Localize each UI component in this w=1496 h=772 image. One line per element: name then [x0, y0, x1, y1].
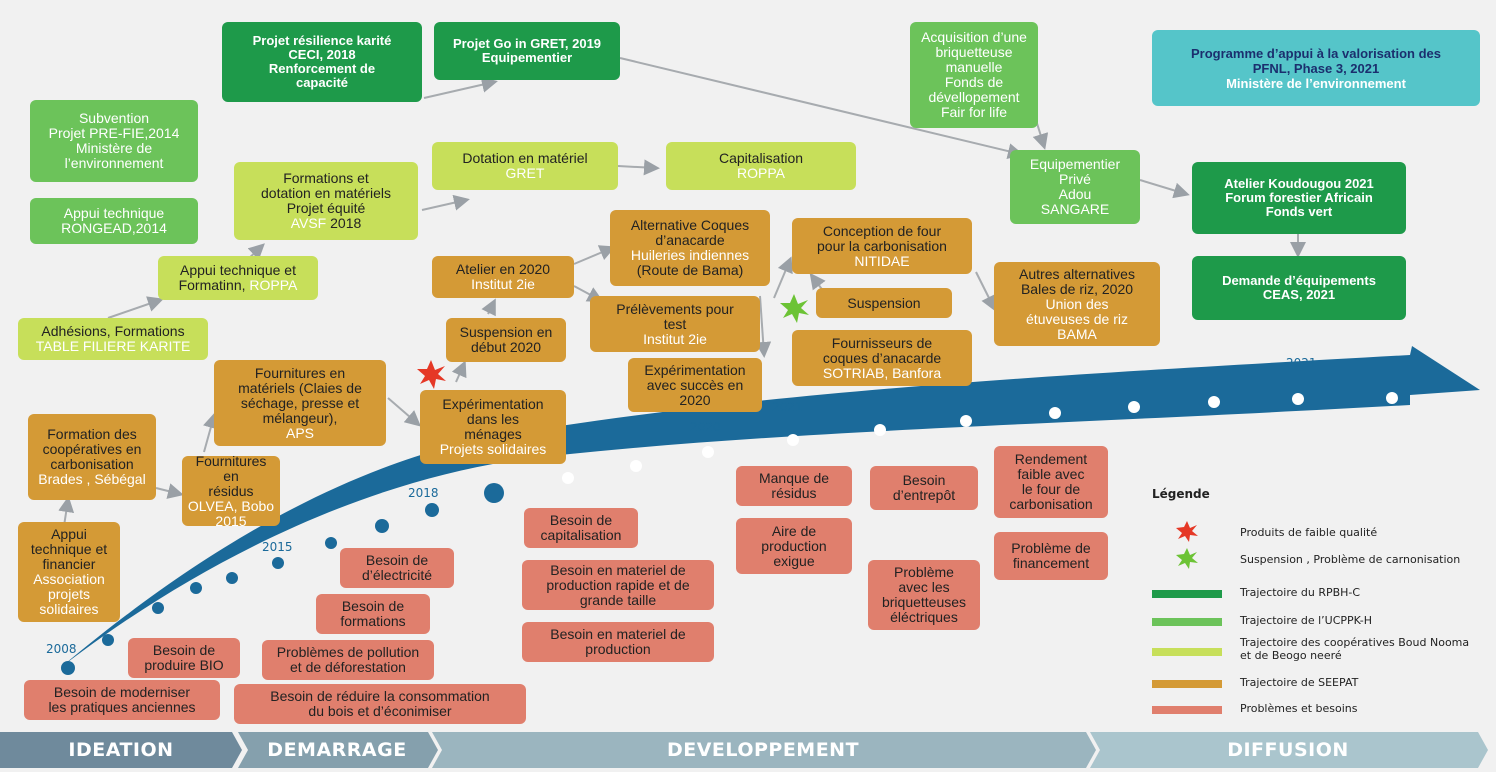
node-formation-cooperatives: Formation des coopératives en carbonisat…	[28, 414, 156, 500]
node-suspension-2020: Suspension en début 2020	[446, 318, 566, 362]
connector	[773, 256, 793, 299]
green-star-icon	[1176, 548, 1198, 569]
red-star-icon	[1176, 521, 1198, 542]
node-experimentation-succes: Expérimentation avec succès en 2020	[628, 358, 762, 412]
need-materiel-production: Besoin en materiel de production	[522, 622, 714, 662]
node-formations-avsf: Formations et dotation en matériels Proj…	[234, 162, 418, 240]
connector	[107, 296, 164, 319]
connector	[155, 483, 184, 499]
phase-band-ideation	[0, 732, 242, 768]
need-bio: Besoin de produire BIO	[128, 638, 240, 678]
node-suspension: Suspension	[816, 288, 952, 318]
legend-item: Trajectoire des coopératives Boud Nooma …	[1240, 636, 1470, 662]
node-atelier-koudougou: Atelier Koudougou 2021 Forum forestier A…	[1192, 162, 1406, 234]
year-label: 2020	[690, 420, 721, 434]
legend-swatch	[1152, 590, 1222, 598]
legend-item: Suspension , Problème de carnonisation	[1240, 553, 1461, 566]
year-label: 2018	[408, 486, 439, 500]
connector	[387, 397, 422, 427]
phase-developpement: DEVELOPPEMENT	[666, 739, 860, 761]
connector	[481, 298, 496, 317]
phase-diffusion: DIFFUSION	[1227, 739, 1349, 761]
legend-item: Trajectoire de SEEPAT	[1240, 676, 1359, 689]
timeline-arrow-icon	[60, 346, 1480, 668]
connector	[203, 412, 219, 453]
connector	[58, 496, 75, 527]
phase-demarrage: DEMARRAGE	[267, 739, 407, 761]
legend-item: Problèmes et besoins	[1240, 702, 1358, 715]
need-formations: Besoin de formations	[316, 594, 430, 634]
legend-title: Légende	[1152, 487, 1210, 501]
green-star-icon	[780, 294, 809, 323]
year-label: 2021	[1286, 356, 1317, 370]
need-moderniser: Besoin de moderniser les pratiques ancie…	[24, 680, 220, 720]
need-rendement: Rendement faible avec le four de carboni…	[994, 446, 1108, 518]
red-star-icon	[417, 360, 446, 389]
legend-swatch	[1152, 618, 1222, 626]
legend-swatch	[1152, 648, 1222, 656]
phase-ideation: IDEATION	[68, 739, 174, 761]
year-label: 2021	[772, 400, 803, 414]
node-appui-roppa: Appui technique et Formatinn, ROPPA	[158, 256, 318, 300]
connector	[421, 194, 470, 211]
year-label: 2008	[46, 642, 77, 656]
need-briquetteuses: Problème avec les briquetteuses éléctriq…	[868, 560, 980, 630]
connector	[1139, 179, 1190, 199]
node-pfnl: Programme d’appui à la valorisation des …	[1152, 30, 1480, 106]
need-electricite: Besoin de d’électricité	[340, 548, 454, 588]
connector	[451, 360, 467, 383]
connector	[619, 57, 1024, 159]
year-label: 2015	[262, 540, 293, 554]
need-materiel-rapide: Besoin en materiel de production rapide …	[522, 560, 714, 610]
need-pollution: Problèmes de pollution et de déforestati…	[262, 640, 434, 680]
legend-item: Trajectoire du RPBH-C	[1240, 586, 1361, 599]
phase-band-developpement	[432, 732, 1096, 768]
legend-item: Trajectoire de l’UCPPK-H	[1240, 614, 1372, 627]
node-gret-go: Projet Go in GRET, 2019 Equipementier	[434, 22, 620, 80]
node-ceci: Projet résilience karité CECI, 2018 Renf…	[222, 22, 422, 102]
legend-item: Produits de faible qualité	[1240, 526, 1378, 539]
timeline-dots-left	[61, 483, 504, 675]
need-financement: Problème de financement	[994, 532, 1108, 580]
need-capitalisation: Besoin de capitalisation	[524, 508, 638, 548]
legend-swatch	[1152, 680, 1222, 688]
need-entrepot: Besoin d’entrepôt	[870, 466, 978, 510]
legend-swatch	[1152, 706, 1222, 714]
need-reduire: Besoin de réduire la consommation du boi…	[234, 684, 526, 724]
node-fournitures-materiels: Fournitures en matériels (Claies de séch…	[214, 360, 386, 446]
node-conception-four: Conception de four pour la carbonisation…	[792, 218, 972, 274]
phase-band-demarrage	[238, 732, 438, 768]
node-demande-equipements: Demande d’équipements CEAS, 2021	[1192, 256, 1406, 320]
need-aire: Aire de production exigue	[736, 518, 852, 574]
connector	[975, 271, 996, 312]
phase-band-diffusion	[1090, 732, 1488, 768]
connector	[423, 76, 498, 99]
connector	[573, 245, 616, 265]
connector	[755, 295, 772, 358]
need-residus: Manque de résidus	[736, 466, 852, 506]
timeline-dots	[562, 392, 1398, 484]
connector	[617, 159, 660, 176]
